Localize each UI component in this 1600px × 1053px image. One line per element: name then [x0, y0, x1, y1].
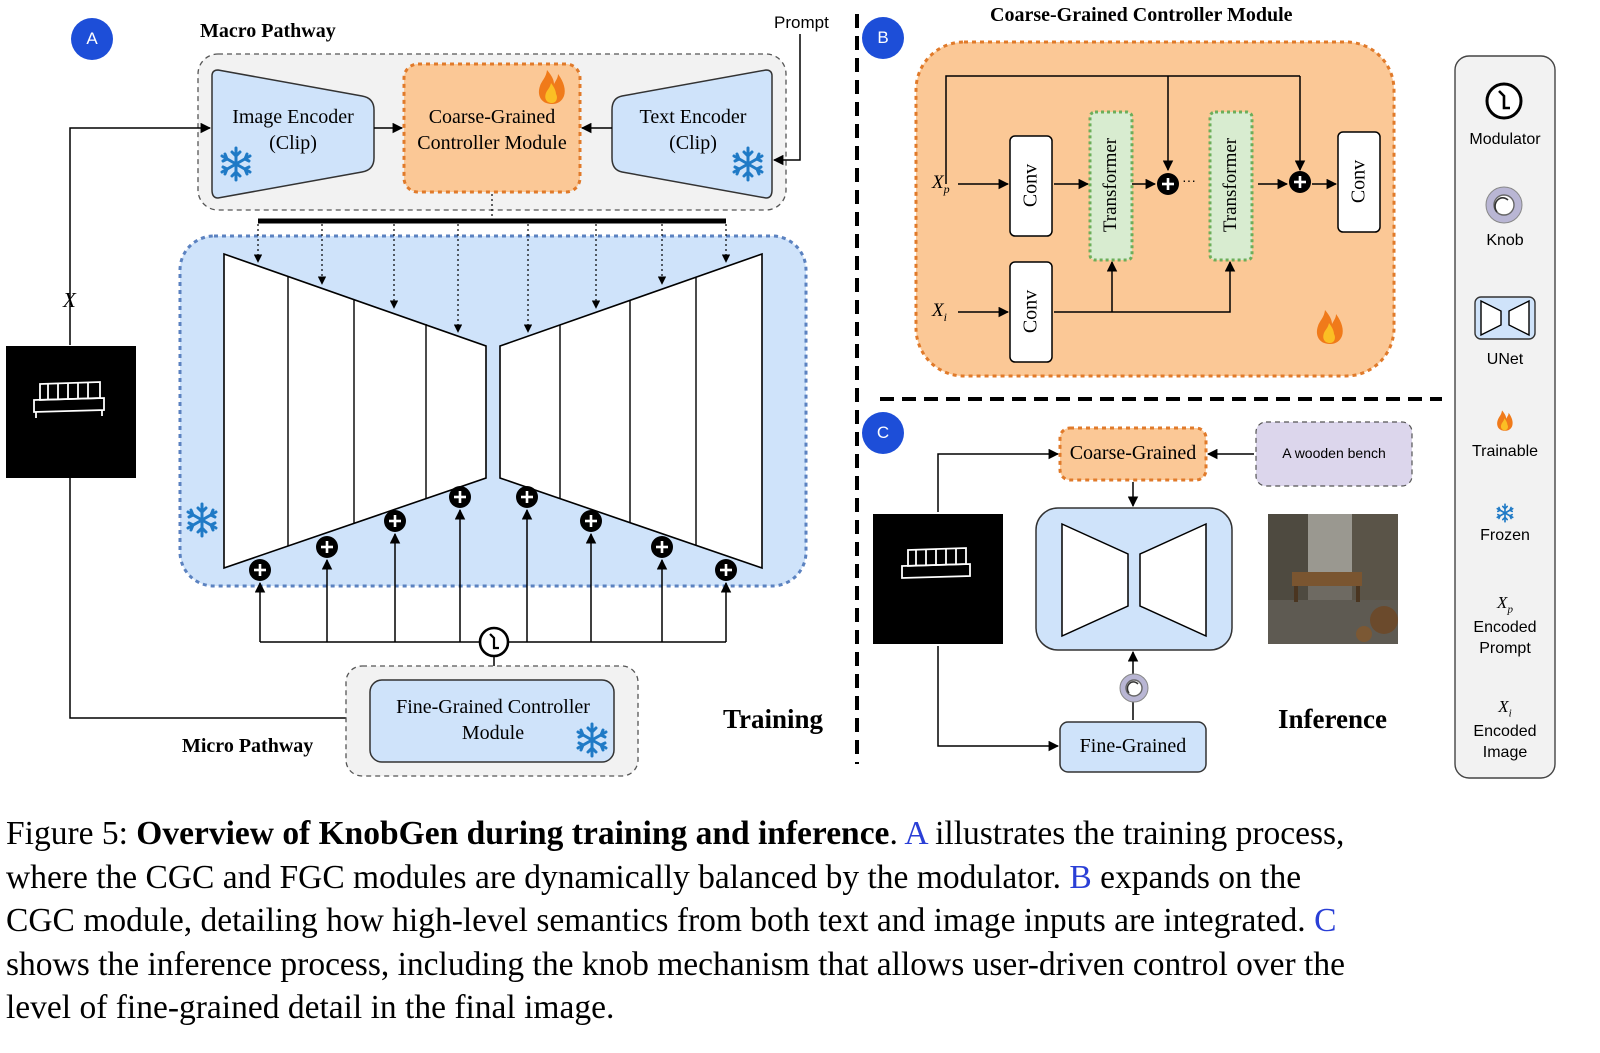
knobgen-figure: A Macro Pathway Prompt X Image Encoder(C…: [6, 4, 1556, 779]
add-node: [247, 557, 273, 583]
conv-block-bottom: [1009, 261, 1053, 363]
coarse-grained-label: Coarse-Grained: [1069, 442, 1197, 464]
figure-caption: Figure 5: Overview of KnobGen during tra…: [6, 812, 1558, 1030]
coarse-grained-block: [1058, 426, 1208, 482]
fine-grained-block: [1059, 721, 1207, 773]
xi-input-label: Xi: [932, 300, 947, 324]
caption-line-2: where the CGC and FGC modules are dynami…: [6, 858, 1302, 896]
add-node: [649, 534, 675, 560]
generated-bench-photo: [1268, 514, 1398, 644]
micro-pathway-title: Micro Pathway: [182, 735, 314, 757]
conv-label-bottom: Conv: [1019, 289, 1042, 334]
prompt-text: A wooden bench: [1282, 445, 1386, 461]
prompt-box: [1255, 421, 1413, 487]
add-node: [1155, 171, 1181, 197]
legend-knob: Knob: [1486, 232, 1524, 249]
bench-sketch: [33, 381, 105, 418]
add-node: [447, 484, 473, 510]
ref-a-link[interactable]: A: [904, 815, 927, 852]
conv-block-top: [1009, 135, 1053, 237]
legend-unet: UNet: [1486, 351, 1524, 368]
transformer-block-1: [1088, 110, 1134, 262]
ref-b-link[interactable]: B: [1069, 858, 1092, 896]
legend-xi-symbol: Xi: [1498, 697, 1512, 720]
knob-icon: [1119, 673, 1149, 703]
caption-line-3: CGC module, detailing how high-level sem…: [6, 902, 1337, 939]
ref-c-link[interactable]: C: [1314, 902, 1337, 939]
x-input-label: X: [63, 288, 76, 312]
modulator-icon: [489, 633, 499, 650]
figure-canvas: [6, 14, 1556, 779]
panel-b-badge: B: [862, 17, 904, 59]
cgc-module-block: [402, 62, 582, 194]
add-node: [514, 484, 540, 510]
legend-frozen: Frozen: [1480, 527, 1530, 544]
add-node: [382, 508, 408, 534]
xp-input-label: Xp: [932, 172, 950, 196]
prompt-label: Prompt: [774, 13, 829, 32]
fine-grained-label: Fine-Grained: [1079, 735, 1187, 757]
cgc-detail-title: Coarse-Grained Controller Module: [990, 4, 1293, 26]
ellipsis: ···: [1182, 172, 1196, 188]
fgc-module-block: [369, 679, 615, 763]
add-node: [1287, 169, 1313, 195]
macro-pathway-title: Macro Pathway: [200, 20, 336, 42]
inference-label: Inference: [1278, 704, 1387, 734]
text-encoder-block: [611, 69, 773, 199]
caption-line-1: Figure 5: Overview of KnobGen during tra…: [6, 815, 1345, 852]
conv-block-out: [1337, 131, 1381, 233]
transformer-label-2: Transformer: [1220, 137, 1241, 233]
panel-a-badge: A: [71, 18, 113, 60]
image-encoder-label: Image Encoder(Clip): [232, 106, 354, 154]
transformer-block-2: [1208, 110, 1254, 262]
conv-label-top: Conv: [1019, 163, 1042, 208]
bench-sketch: [901, 547, 971, 579]
add-node: [713, 557, 739, 583]
image-encoder-block: [211, 69, 375, 199]
legend-trainable: Trainable: [1471, 443, 1539, 460]
legend-xp-symbol: Xp: [1497, 593, 1513, 616]
sketch-input-image-c: [873, 514, 1003, 644]
conv-label-out: Conv: [1347, 159, 1370, 204]
caption-line-4: shows the inference process, including t…: [6, 945, 1345, 983]
unet-legend-icon: [1474, 296, 1536, 340]
unet-encoder: [223, 252, 487, 570]
panel-c-badge: C: [862, 412, 904, 454]
sketch-input-image: [6, 346, 136, 478]
caption-title: Overview of KnobGen during training and …: [136, 815, 890, 852]
caption-line-5: level of fine-grained detail in the fina…: [6, 989, 615, 1026]
add-node: [578, 508, 604, 534]
modulator-legend-icon: [1485, 82, 1523, 120]
add-node: [314, 534, 340, 560]
text-encoder-label: Text Encoder(Clip): [639, 106, 747, 154]
knob-legend-icon: [1485, 186, 1523, 224]
legend-modulator: Modulator: [1469, 131, 1541, 148]
transformer-label-1: Transformer: [1100, 137, 1121, 233]
training-label: Training: [723, 704, 824, 734]
